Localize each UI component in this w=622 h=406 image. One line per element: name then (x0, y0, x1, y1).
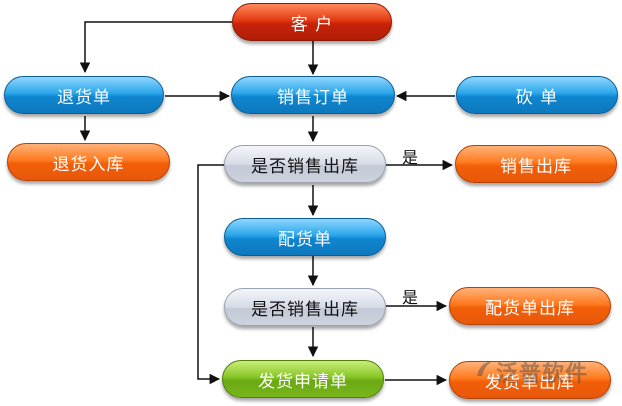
node-return-order[interactable]: 退货单 (4, 76, 164, 114)
node-return-stock-in[interactable]: 退货入库 (7, 143, 170, 181)
label-yes-2: 是 (402, 288, 419, 307)
node-distribution-out[interactable]: 配货单出库 (449, 287, 611, 325)
node-bargain[interactable]: 砍 单 (456, 76, 618, 114)
arrow-decision-1-to-shipment-request (197, 164, 224, 385)
node-decision-sales-out-2[interactable]: 是否销售出库 (224, 288, 386, 326)
node-sales-order-label: 销售订单 (277, 87, 349, 108)
node-shipment-request-label: 发货申请单 (258, 371, 348, 392)
node-sales-out[interactable]: 销售出库 (455, 145, 617, 183)
watermark-text: 泛普软件 (496, 362, 589, 387)
node-distribution-order-label: 配货单 (278, 229, 332, 250)
node-return-stock-in-label: 退货入库 (52, 154, 125, 175)
node-shipment-request[interactable]: 发货申请单 (222, 360, 384, 398)
node-distribution-order[interactable]: 配货单 (224, 218, 386, 256)
label-yes-1: 是 (402, 148, 419, 167)
node-sales-out-label: 销售出库 (500, 156, 572, 177)
node-bargain-label: 砍 单 (515, 87, 559, 108)
node-sales-order[interactable]: 销售订单 (231, 76, 395, 114)
watermark-logo-icon (477, 361, 493, 376)
node-decision-sales-out-1-label: 是否销售出库 (251, 156, 359, 177)
arrow-customer-to-return-order (79, 21, 232, 74)
node-distribution-out-label: 配货单出库 (485, 298, 575, 319)
node-customer-label: 客 户 (290, 14, 334, 35)
node-customer[interactable]: 客 户 (232, 3, 392, 41)
node-decision-sales-out-2-label: 是否销售出库 (251, 299, 359, 320)
node-decision-sales-out-1[interactable]: 是否销售出库 (224, 145, 386, 183)
node-return-order-label: 退货单 (57, 87, 111, 108)
